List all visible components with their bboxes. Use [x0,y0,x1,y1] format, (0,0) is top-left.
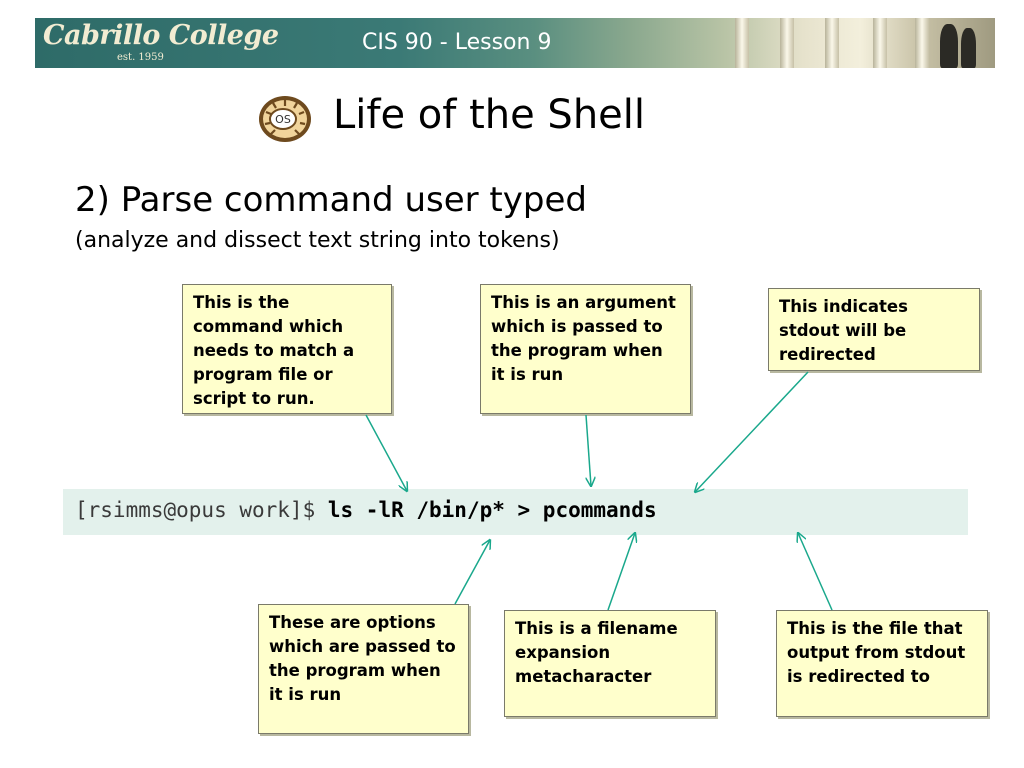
slide-title: Life of the Shell [333,92,646,138]
banner-person [940,24,958,68]
arrow-metachar [607,533,635,611]
college-est: est. 1959 [117,52,164,63]
callout-argument: This is an argument which is passed to t… [480,284,691,414]
shell-prompt: [rsimms@opus work]$ [75,498,328,522]
lesson-title: CIS 90 - Lesson 9 [362,30,552,55]
arrow-outfile [798,533,833,611]
college-logo: Cabrillo College [43,20,279,51]
arrow-redirect [695,371,809,492]
callout-options: These are options which are passed to th… [258,604,469,734]
arrow-options [454,540,490,605]
callout-metachar: This is a filename expansion metacharact… [504,610,716,717]
header-banner: Cabrillo College est. 1959 CIS 90 - Less… [35,18,995,68]
typed-command: ls -lR /bin/p* > pcommands [327,498,657,522]
banner-column [915,18,929,68]
callout-command: This is the command which needs to match… [182,284,392,414]
command-bar [63,489,968,535]
slide-subheading: (analyze and dissect text string into to… [75,228,560,253]
banner-column [735,18,749,68]
os-shell-icon: OS [259,96,311,142]
callout-outfile: This is the file that output from stdout… [776,610,988,717]
banner-column [873,18,887,68]
banner-person [961,28,976,68]
os-icon-label: OS [275,113,291,126]
callout-redirect: This indicates stdout will be redirected [768,288,980,371]
slide-heading: 2) Parse command user typed [75,180,587,220]
command-line: [rsimms@opus work]$ ls -lR /bin/p* > pco… [75,498,657,522]
banner-column [825,18,839,68]
banner-column [780,18,794,68]
arrow-argument [585,414,591,486]
arrow-command [365,414,407,491]
